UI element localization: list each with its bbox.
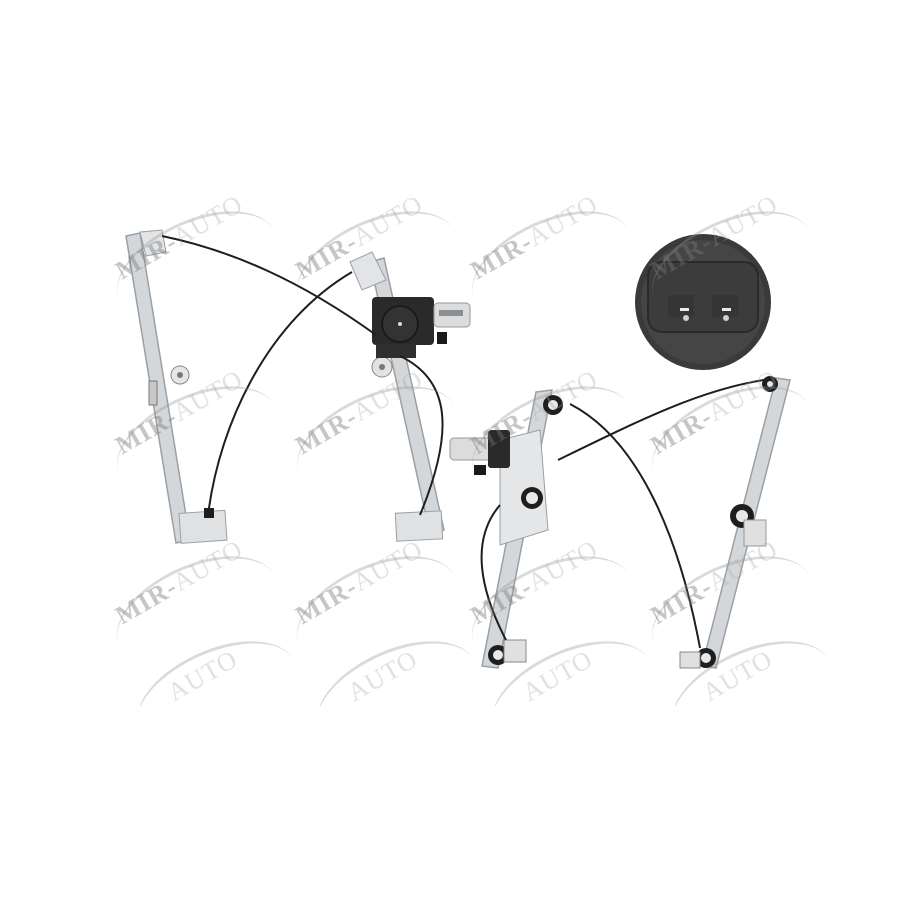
right-regulator <box>449 376 791 669</box>
left-regulator <box>125 229 471 544</box>
left-motor <box>372 297 471 358</box>
connector-inset <box>635 234 771 370</box>
right-motor <box>449 430 510 475</box>
